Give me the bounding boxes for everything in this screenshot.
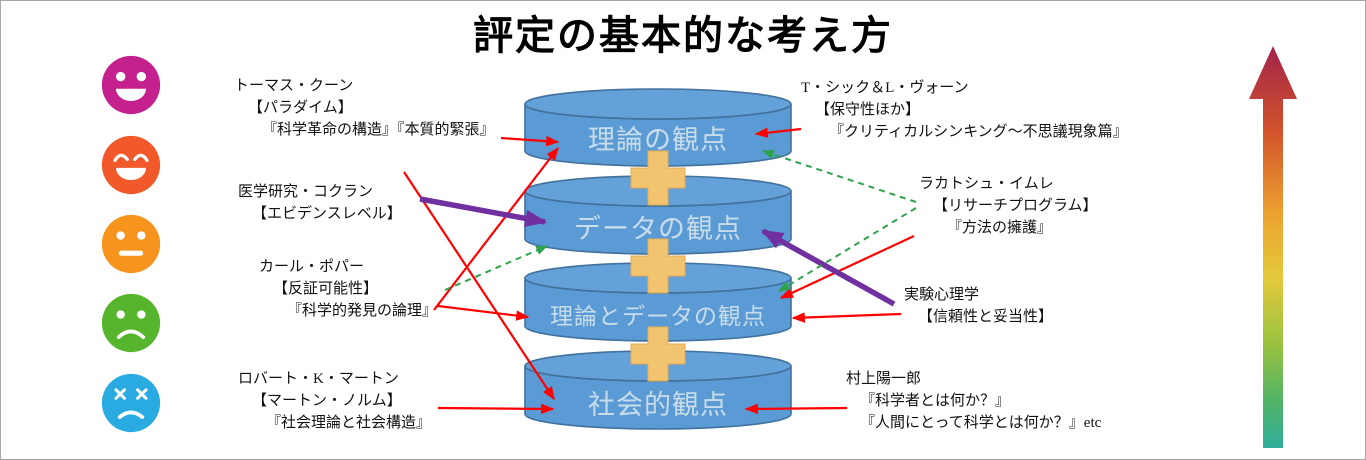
annotation-line: 『社会理論と社会構造』 [266, 415, 432, 431]
arrow-dashed-lakatos-to-theory-data [777, 207, 917, 292]
face-mouth [115, 167, 147, 181]
annotation-line: 【パラダイム】 [248, 100, 353, 116]
face-mouth [117, 410, 145, 419]
face-very-good-icon [100, 54, 162, 116]
face-very-bad-icon [100, 372, 162, 434]
annotation-line: ラカトシュ・イムレ [919, 176, 1054, 192]
annotation-line: 『科学革命の構造』『本質的緊張』 [262, 122, 495, 138]
annotation-line: 『科学者とは何か？』 [860, 393, 1011, 409]
face-mouth [118, 250, 144, 256]
face-bad-icon [100, 292, 162, 354]
annotation-line: 実験心理学 [904, 287, 980, 303]
cylinder-label-theory-data: 理論とデータの観点 [550, 304, 766, 329]
annotation-line: 村上陽一郎 [846, 371, 922, 387]
annotation-line: 『科学的発見の論理』 [287, 303, 438, 319]
arrow-lakatos-to-theory-data [779, 235, 915, 299]
evaluation-scale-arrow-icon [1249, 46, 1297, 448]
annotation-line: 【反証可能性】 [273, 281, 379, 297]
annotation-line: 『方法の擁護』 [947, 220, 1053, 236]
face-circle [101, 55, 161, 115]
cylinder-label-data: データの観点 [574, 214, 742, 244]
annotation-line: 【リサーチプログラム】 [933, 198, 1098, 214]
annotation-line: 【エビデンスレベル】 [252, 206, 402, 222]
arrow-exppsych-to-theory-data [791, 312, 902, 323]
face-eye [136, 71, 147, 82]
face-mouth [116, 329, 146, 339]
annotation-line: トーマス・クーン [234, 78, 354, 94]
annotation-line: 医学研究・コクラン [238, 184, 374, 200]
face-neutral-icon [100, 213, 162, 275]
face-circle [101, 293, 161, 353]
smiley-sad-icon [101, 293, 161, 353]
face-eye [137, 231, 146, 240]
face-circle [101, 214, 161, 274]
annotation-line: 『人間にとって科学とは何か？』etc [860, 415, 1102, 431]
annotation-line: 【マートン・ノルム】 [252, 393, 402, 409]
face-good-icon [100, 134, 162, 196]
smiley-neutral-icon [101, 214, 161, 274]
face-circle [101, 135, 161, 195]
annotation-popper: カール・ポパー 【反証可能性】 『科学的発見の論理』 [259, 256, 437, 322]
face-eye-x [114, 388, 126, 400]
annotation-merton: ロバート・K・マートン 【マートン・ノルム】 『社会理論と社会構造』 [238, 368, 431, 434]
annotation-line: ロバート・K・マートン [238, 371, 399, 387]
smiley-happy-icon [101, 135, 161, 195]
plus-icon [630, 150, 686, 206]
annotation-cochrane: 医学研究・コクラン 【エビデンスレベル】 [238, 181, 402, 225]
arrow-dashed-popper-to-data [444, 245, 549, 291]
face-circle [101, 373, 161, 433]
smiley-dead-icon [101, 373, 161, 433]
page-title: 評定の基本的な考え方 [473, 13, 893, 58]
annotation-line: 【信頼性と妥当性】 [918, 309, 1054, 325]
annotation-murakami: 村上陽一郎 『科学者とは何か？』 『人間にとって科学とは何か？』etc [846, 368, 1101, 434]
cylinder-label-theory: 理論の観点 [588, 125, 728, 155]
annotation-experimental-psychology: 実験心理学 【信頼性と妥当性】 [904, 284, 1053, 328]
face-eye [113, 153, 129, 162]
face-eye [115, 71, 126, 82]
annotation-schick-vaughn: T・シック＆L・ヴォーン 【保守性ほか】 『クリティカルシンキング～不思議現象篇… [801, 77, 1128, 143]
annotation-line: 【保守性ほか】 [815, 102, 921, 118]
arrow-popper-to-theory-data [437, 304, 530, 321]
cylinder-label-social: 社会的観点 [588, 390, 728, 420]
arrow-dashed-lakatos-to-theory [761, 149, 917, 203]
annotation-line: カール・ポパー [259, 259, 365, 275]
annotation-line: T・シック＆L・ヴォーン [801, 80, 969, 96]
smiley-laughing-icon [101, 55, 161, 115]
face-eye [116, 231, 125, 240]
annotation-line: 『クリティカルシンキング～不思議現象篇』 [829, 124, 1128, 140]
face-eye [133, 153, 149, 162]
annotation-kuhn: トーマス・クーン 【パラダイム】 『科学革命の構造』『本質的緊張』 [234, 75, 495, 141]
plus-icon [630, 326, 686, 382]
face-eye [116, 310, 125, 319]
face-eye-x [136, 388, 148, 400]
plus-icon [630, 238, 686, 294]
annotation-lakatos: ラカトシュ・イムレ 【リサーチプログラム】 『方法の擁護』 [919, 173, 1098, 239]
face-eye [137, 310, 146, 319]
face-mouth [115, 88, 147, 101]
